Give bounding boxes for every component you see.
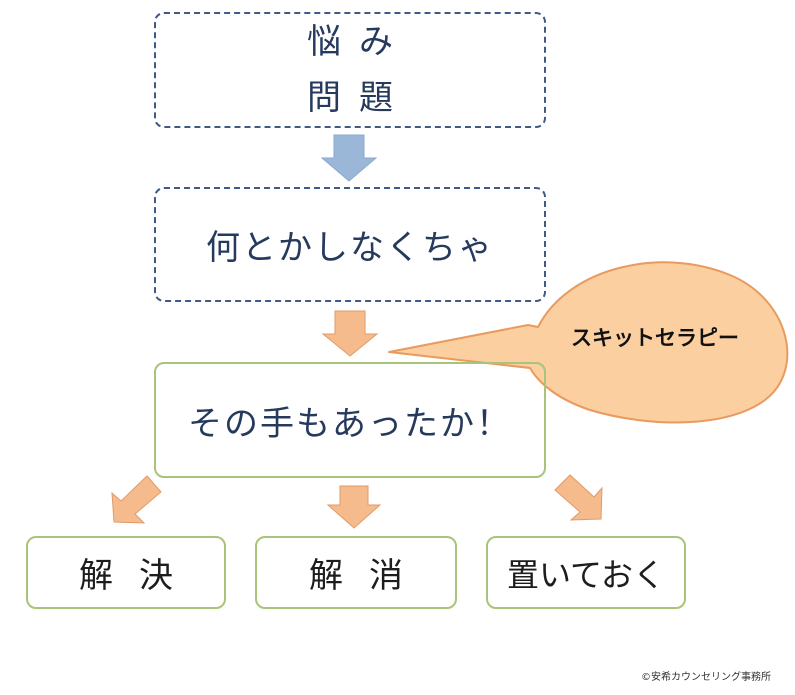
other-way-label: その手もあったか！: [188, 403, 512, 444]
other-way-box: その手もあったか！: [154, 362, 546, 478]
dissolve-box: 解消: [255, 536, 457, 609]
callout-bubble: [388, 261, 789, 424]
diagonal-arrow-right: [554, 474, 603, 521]
down-arrow-orange: [321, 310, 379, 357]
worry-problem-box: 悩み 問題: [154, 12, 546, 128]
callout-label: スキットセラピー: [571, 326, 739, 350]
diagonal-arrow-left: [111, 475, 162, 524]
down-arrow-blue: [320, 134, 378, 182]
solve-box: 解決: [26, 536, 226, 609]
problem-label: 問題: [307, 78, 411, 118]
must-do-label: 何とかしなくちゃ: [206, 228, 494, 268]
worry-label: 悩み: [307, 22, 411, 62]
dissolve-label: 解消: [309, 556, 429, 596]
down-arrow-middle: [326, 485, 382, 529]
must-do-something-box: 何とかしなくちゃ: [154, 187, 546, 302]
leave-aside-box: 置いておく: [486, 536, 686, 609]
solve-label: 解決: [79, 556, 199, 596]
copyright-text: ©安希カウンセリング事務所: [641, 672, 771, 683]
leave-aside-label: 置いておく: [506, 555, 666, 594]
